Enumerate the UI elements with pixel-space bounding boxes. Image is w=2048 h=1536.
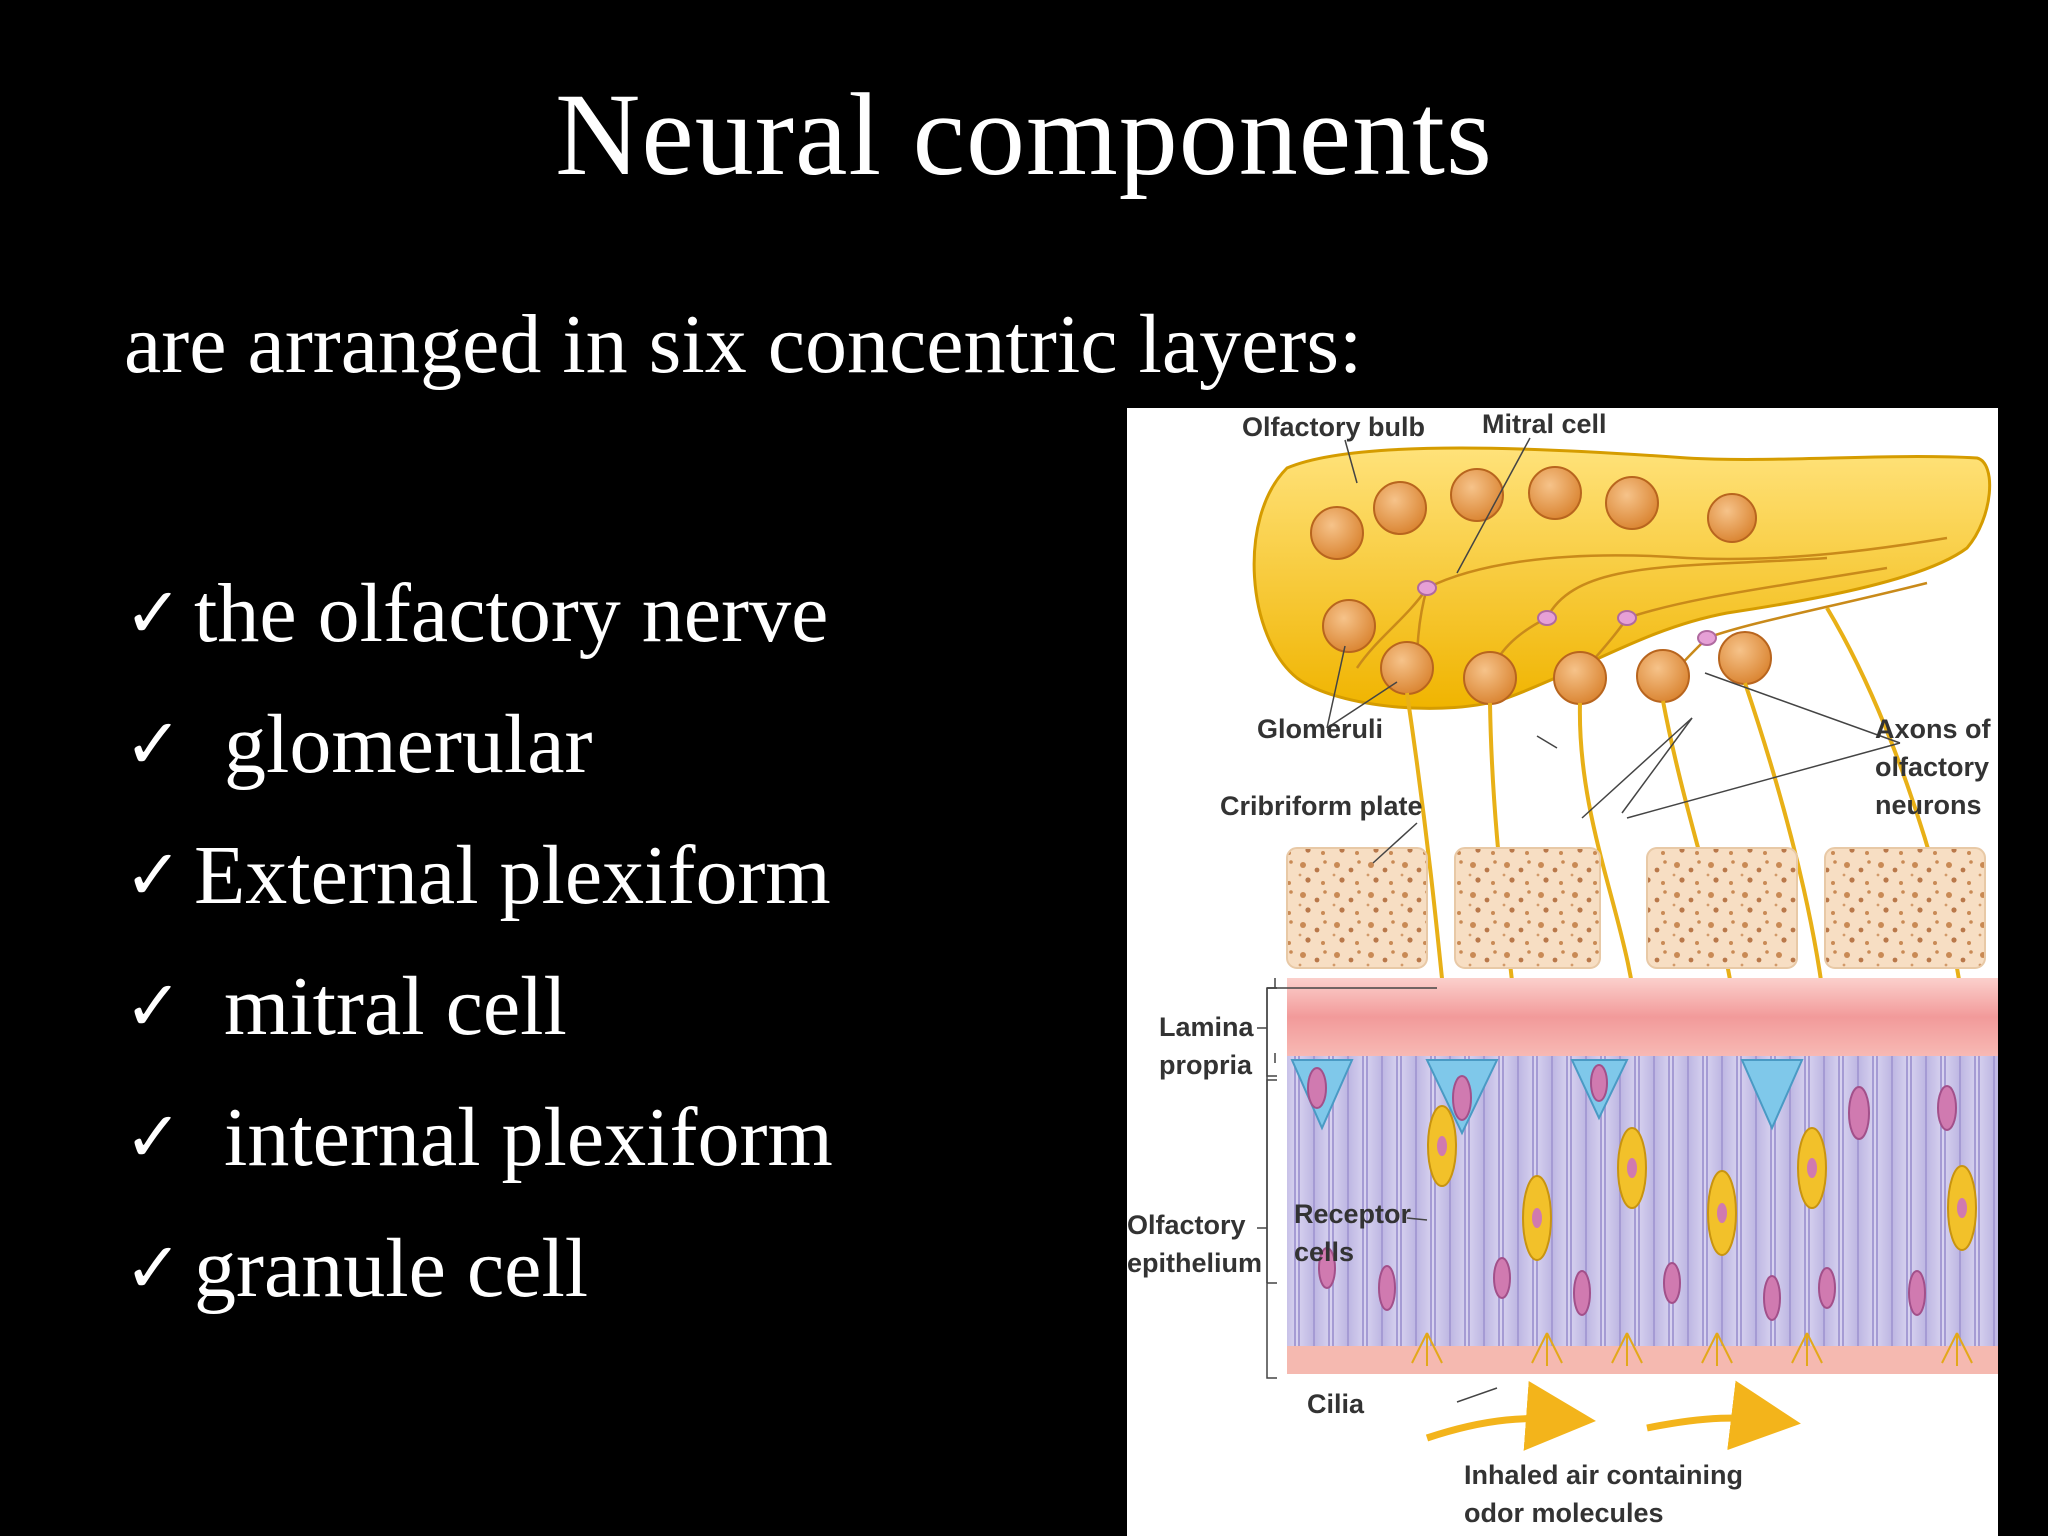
supporting-cell-nuclei [1307, 1064, 1957, 1321]
glomeruli [1322, 599, 1772, 705]
slide-subtitle: are arranged in six concentric layers: [124, 298, 1363, 391]
slide-title: Neural components [555, 69, 1493, 200]
checkmark-icon: ✓ [124, 965, 183, 1047]
label-axons-line2: olfactory [1875, 752, 1989, 782]
list-item: ✓ glomerular [124, 679, 833, 810]
cilia [1411, 1332, 1973, 1366]
olfactory-anatomy-figure: Olfactory bulb Mitral cell Glomeruli Cri… [1127, 408, 1998, 1536]
list-item-label: granule cell [194, 1222, 589, 1315]
list-item: ✓ mitral cell [124, 941, 833, 1072]
label-glomeruli: Glomeruli [1257, 714, 1383, 744]
label-inhaled-line1: Inhaled air containing [1464, 1460, 1743, 1490]
olfactory-bulb-shape [1252, 446, 1992, 710]
list-item-label: glomerular [224, 698, 593, 791]
upper-cell-row [1310, 466, 1757, 560]
label-axons-line1: Axons of [1875, 714, 1992, 744]
list-item: ✓External plexiform [124, 810, 833, 941]
list-item-label: the olfactory nerve [194, 567, 829, 660]
checkmark-icon: ✓ [124, 1227, 183, 1309]
cribriform-plate [1286, 847, 1986, 969]
label-receptor-line2: cells [1294, 1237, 1354, 1267]
checkmark-icon: ✓ [124, 703, 183, 785]
list-item: ✓granule cell [124, 1203, 833, 1334]
label-axons-line3: neurons [1875, 790, 1982, 820]
checkmark-icon: ✓ [124, 1096, 183, 1178]
checkmark-icon: ✓ [124, 834, 183, 916]
olfactory-epithelium [1287, 1056, 1998, 1346]
label-epithelium-line2: epithelium [1127, 1248, 1262, 1278]
receptor-nuclei [1437, 1136, 1967, 1228]
list-item: ✓ internal plexiform [124, 1072, 833, 1203]
airflow-arrows [1425, 1380, 1801, 1451]
layer-list: ✓the olfactory nerve ✓glomerular ✓Extern… [124, 548, 833, 1334]
label-lamina-line1: Lamina [1159, 1012, 1255, 1042]
list-item-label: External plexiform [194, 829, 831, 922]
brackets [1257, 672, 1901, 1379]
checkmark-icon: ✓ [124, 572, 183, 654]
label-cilia: Cilia [1307, 1389, 1365, 1419]
label-cribriform-plate: Cribriform plate [1220, 791, 1423, 821]
label-olfactory-bulb: Olfactory bulb [1242, 412, 1425, 442]
list-item-label: internal plexiform [224, 1091, 833, 1184]
label-mitral-cell: Mitral cell [1482, 409, 1607, 439]
list-item: ✓the olfactory nerve [124, 548, 833, 679]
olfactory-anatomy-svg: Olfactory bulb Mitral cell Glomeruli Cri… [1127, 409, 1998, 1528]
label-epithelium-line1: Olfactory [1127, 1210, 1246, 1240]
lamina-propria [1287, 978, 1998, 1056]
label-inhaled-line2: odor molecules [1464, 1498, 1664, 1528]
label-receptor-line1: Receptor [1294, 1199, 1412, 1229]
mucus-layer [1287, 1346, 1998, 1374]
label-lamina-line2: propria [1159, 1050, 1253, 1080]
list-item-label: mitral cell [224, 960, 567, 1053]
mitral-cell-bodies [1417, 580, 1717, 646]
